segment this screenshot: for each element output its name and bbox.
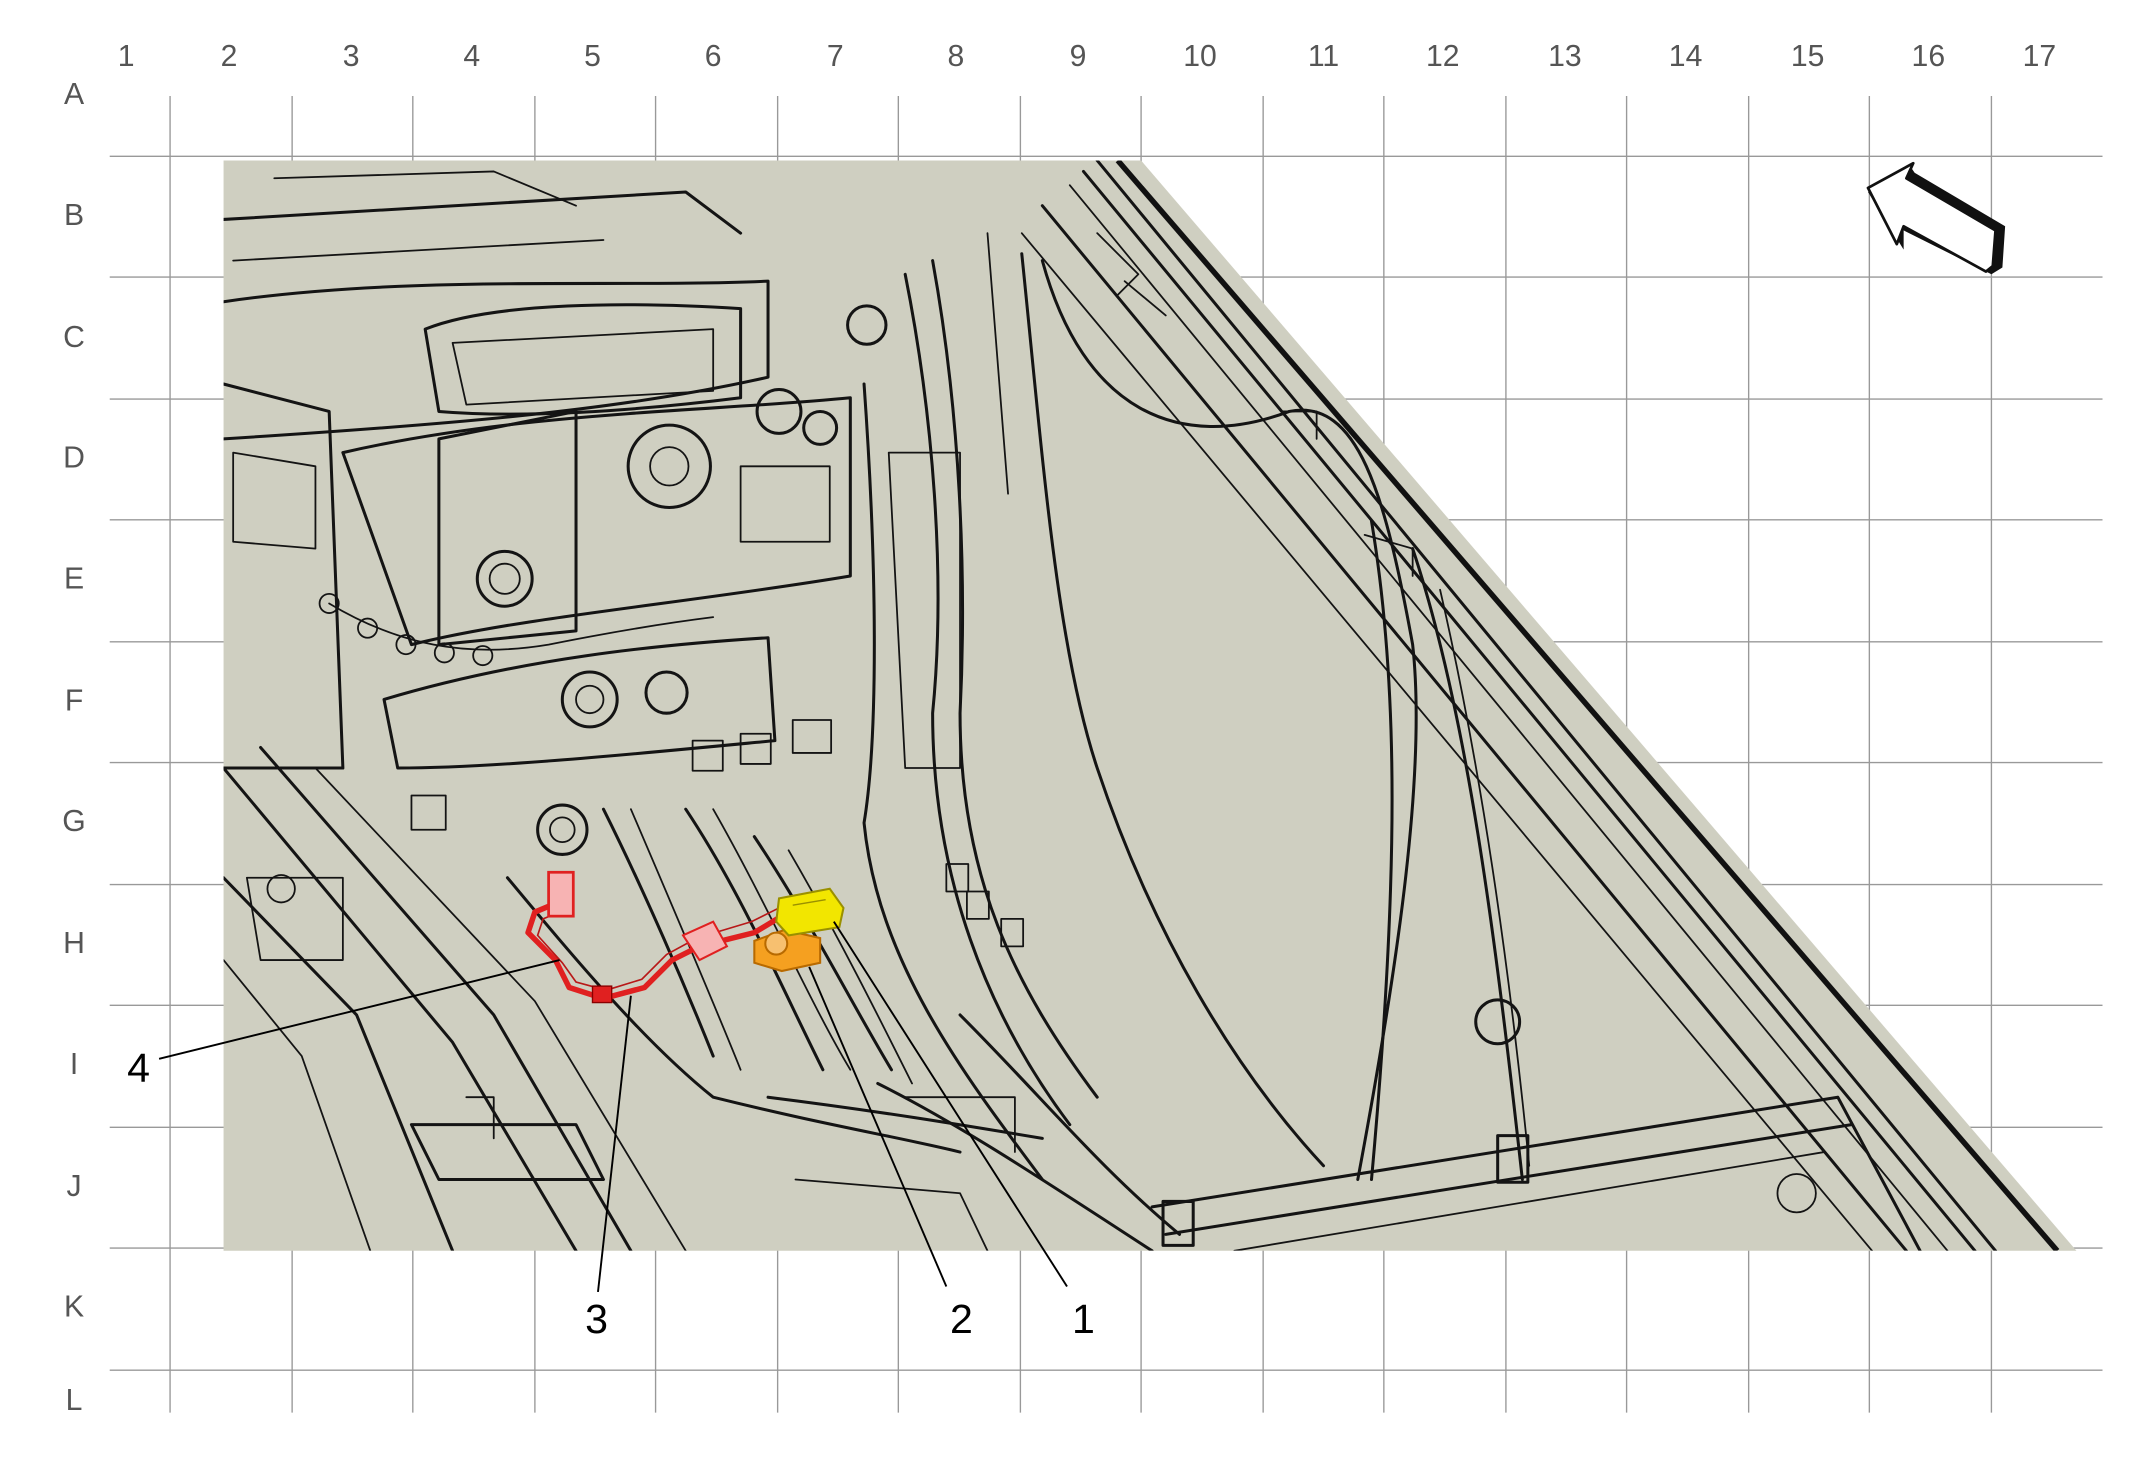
col-label-9: 9 <box>1070 40 1087 73</box>
col-label-14: 14 <box>1669 40 1703 73</box>
dash-panel <box>223 279 770 441</box>
leader-lines <box>158 921 1068 1293</box>
col-label-1: 1 <box>118 40 135 73</box>
row-label-c: C <box>63 321 85 354</box>
row-labels: A B C D E F G H I J K L <box>62 78 85 1417</box>
col-label-10: 10 <box>1183 40 1217 73</box>
col-label-16: 16 <box>1912 40 1946 73</box>
leader-3 <box>597 995 632 1293</box>
col-label-13: 13 <box>1548 40 1582 73</box>
harness-clip <box>681 920 729 962</box>
col-label-11: 11 <box>1308 40 1339 73</box>
col-label-5: 5 <box>584 40 601 73</box>
illustration-panel <box>223 160 2077 1251</box>
body-structure-lines <box>223 160 2060 1251</box>
floor-pan <box>505 876 962 1154</box>
frame-rail-left <box>223 766 578 1251</box>
row-label-k: K <box>64 1291 84 1324</box>
callout-label-2: 2 <box>950 1296 973 1342</box>
body-panel-background <box>223 160 2077 1251</box>
row-label-f: F <box>65 684 83 717</box>
col-label-3: 3 <box>343 40 360 73</box>
col-label-2: 2 <box>221 40 238 73</box>
col-label-7: 7 <box>827 40 844 73</box>
leader-4 <box>158 959 560 1060</box>
row-label-j: J <box>67 1170 82 1203</box>
row-label-b: B <box>64 199 84 232</box>
col-label-4: 4 <box>463 40 480 73</box>
row-label-l: L <box>66 1384 83 1417</box>
highlighted-components <box>525 870 845 1004</box>
row-label-a: A <box>64 78 85 111</box>
yellow-component <box>775 887 845 937</box>
leader-2 <box>808 966 948 1287</box>
door-opening-edge <box>1020 252 1326 1168</box>
row-label-h: H <box>63 927 85 960</box>
leader-1 <box>833 921 1068 1287</box>
col-label-12: 12 <box>1426 40 1460 73</box>
roof-rail-outer <box>1115 160 2060 1251</box>
callout-label-3: 3 <box>585 1296 608 1342</box>
row-label-i: I <box>70 1048 78 1081</box>
harness-connector-upper <box>547 870 575 918</box>
col-label-8: 8 <box>948 40 965 73</box>
rocker-sill <box>1150 1095 1922 1251</box>
callout-label-4: 4 <box>127 1045 150 1091</box>
callout-label-1: 1 <box>1072 1296 1095 1342</box>
row-label-d: D <box>63 442 85 475</box>
col-label-17: 17 <box>2023 40 2057 73</box>
row-label-e: E <box>64 562 84 595</box>
callout-labels: 1 2 3 4 <box>127 1045 1095 1342</box>
col-label-15: 15 <box>1791 40 1825 73</box>
red-connector <box>591 985 613 1004</box>
col-label-6: 6 <box>705 40 722 73</box>
row-label-g: G <box>62 805 85 838</box>
orange-component-stud <box>764 931 789 956</box>
column-labels: 1 2 3 4 5 6 7 8 9 10 11 12 13 14 15 16 1… <box>118 40 2056 73</box>
direction-arrow-icon <box>1866 161 2006 275</box>
